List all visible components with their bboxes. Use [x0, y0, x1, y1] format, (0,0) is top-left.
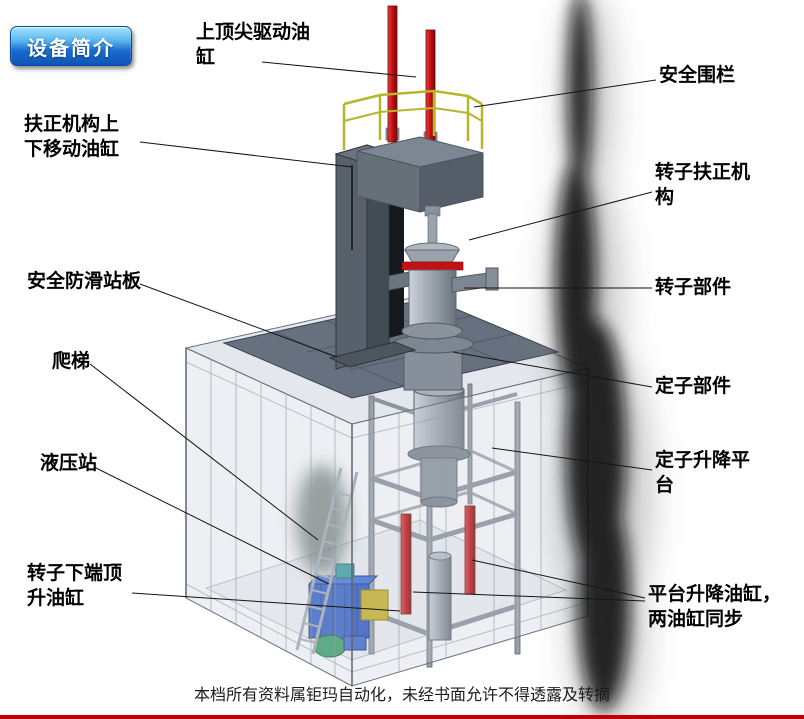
- bottom-red-bar: [0, 715, 804, 719]
- rotor-pedestal: [392, 334, 474, 391]
- callout-stator-component: 定子部件: [655, 376, 732, 397]
- leader-line: [131, 592, 401, 612]
- leader-line: [89, 363, 319, 541]
- callout-platform-lift-cylinders: 平台升降油缸，两油缸同步: [648, 584, 782, 631]
- callout-ladder: 爬梯: [52, 351, 91, 372]
- leader-lines: [89, 61, 657, 612]
- leader-line: [468, 191, 653, 241]
- callout-stator-lift-platform: 定子升降平台: [655, 450, 751, 497]
- watermark-text: 本档所有资料属钜玛自动化，未经书面允许不得透露及转摘: [193, 687, 610, 704]
- top-drive-red-cylinders: [385, 5, 438, 147]
- leader-line: [139, 283, 338, 358]
- leader-line: [139, 141, 353, 168]
- callout-top-center-drive-cylinder: 上顶尖驱动油缸: [196, 22, 311, 69]
- leader-line: [261, 61, 417, 78]
- leader-line: [93, 466, 330, 585]
- section-badge-label: 设备简介: [27, 37, 115, 60]
- callout-centering-updown-cylinder: 扶正机构上下移动油缸: [24, 114, 120, 161]
- callout-hydraulic-station: 液压站: [40, 453, 98, 474]
- callout-anti-slip-standing-board: 安全防滑站板: [27, 271, 142, 292]
- enclosure-walls: [185, 347, 589, 687]
- leader-line: [452, 351, 653, 388]
- section-badge: 设备简介: [10, 26, 132, 66]
- ink-smudge: [547, 0, 653, 719]
- leader-line: [471, 559, 646, 599]
- safety-railing: [342, 89, 484, 150]
- rotor-assembly: [388, 205, 499, 340]
- callout-safety-fence: 安全围栏: [659, 65, 736, 86]
- leader-line: [412, 591, 646, 602]
- callout-rotor-centering-mechanism: 转子扶正机构: [655, 162, 751, 209]
- hydraulic-unit-3d: [307, 563, 389, 658]
- leader-line: [473, 79, 657, 108]
- callout-rotor-bottom-jack-cylinder: 转子下端顶升油缸: [27, 563, 123, 610]
- leader-line: [491, 447, 653, 471]
- callout-rotor-component: 转子部件: [655, 277, 732, 298]
- head-box: [356, 136, 484, 213]
